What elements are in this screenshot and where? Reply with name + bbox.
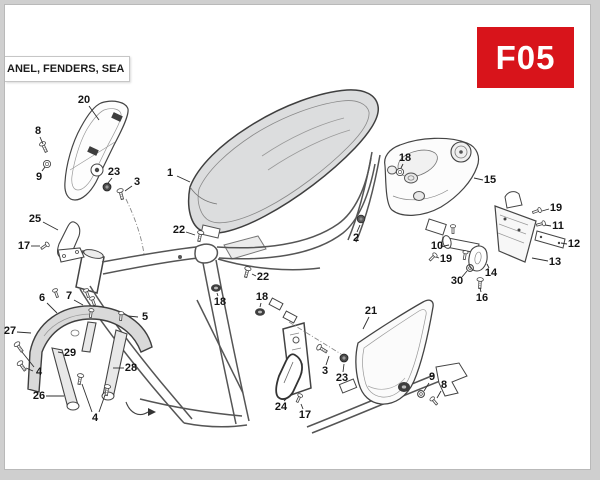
part-number-label: 14	[484, 267, 498, 279]
part-number-label: 19	[549, 202, 563, 214]
part-number-label: 3	[321, 365, 329, 377]
part-number-label: 23	[335, 372, 349, 384]
part-number-label: 12	[567, 238, 581, 250]
part-number-label: 25	[28, 213, 42, 225]
part-number-label: 10	[430, 240, 444, 252]
tail-unit-illustration	[384, 137, 480, 216]
part-number-label: 17	[17, 240, 31, 252]
part-number-label: 19	[439, 253, 453, 265]
part-number-label: 17	[298, 409, 312, 421]
part-number-label: 5	[141, 311, 149, 323]
assembly-dash-lines	[125, 198, 342, 355]
front-fender-illustration	[27, 305, 153, 411]
part-number-label: 27	[3, 325, 17, 337]
part-number-label: 6	[38, 292, 46, 304]
side-panel-left-illustration	[64, 100, 129, 201]
part-number-label: 9	[35, 171, 43, 183]
bracket-25-illustration	[57, 221, 85, 263]
part-number-label: 4	[35, 366, 43, 378]
part-number-label: 30	[450, 275, 464, 287]
category-tab-label: ANEL, FENDERS, SEA	[7, 63, 125, 75]
part-number-label: 26	[32, 390, 46, 402]
part-number-label: 23	[107, 166, 121, 178]
part-number-label: 11	[552, 220, 564, 232]
seat-illustration	[187, 89, 379, 239]
part-number-label: 1	[166, 167, 174, 179]
part-number-label: 7	[65, 290, 73, 302]
part-number-label: 22	[172, 224, 186, 236]
part-number-label: 9	[428, 371, 436, 383]
part-number-label: 4	[91, 412, 99, 424]
part-number-label: 24	[274, 401, 288, 413]
part-number-label: 3	[133, 176, 141, 188]
part-number-label: 28	[124, 362, 138, 374]
figure-code-badge: F05	[477, 27, 574, 88]
guard-24-illustration	[275, 353, 303, 400]
part-number-label: 22	[256, 271, 270, 283]
part-number-label: 2	[352, 232, 360, 244]
part-number-label: 8	[34, 125, 42, 137]
part-number-label: 21	[364, 305, 378, 317]
part-number-label: 15	[483, 174, 497, 186]
category-tab[interactable]: ANEL, FENDERS, SEA	[5, 56, 130, 82]
part-number-label: 20	[77, 94, 91, 106]
side-panel-right-illustration	[355, 299, 434, 405]
part-number-label: 18	[213, 296, 227, 308]
part-number-label: 18	[398, 152, 412, 164]
part-number-label: 29	[63, 347, 77, 359]
figure-code-text: F05	[495, 38, 556, 76]
part-number-label: 8	[440, 379, 448, 391]
part-number-label: 16	[475, 292, 489, 304]
part-number-label: 18	[255, 291, 269, 303]
plate-bracket-illustration	[468, 191, 566, 272]
part-number-label: 13	[548, 256, 562, 268]
